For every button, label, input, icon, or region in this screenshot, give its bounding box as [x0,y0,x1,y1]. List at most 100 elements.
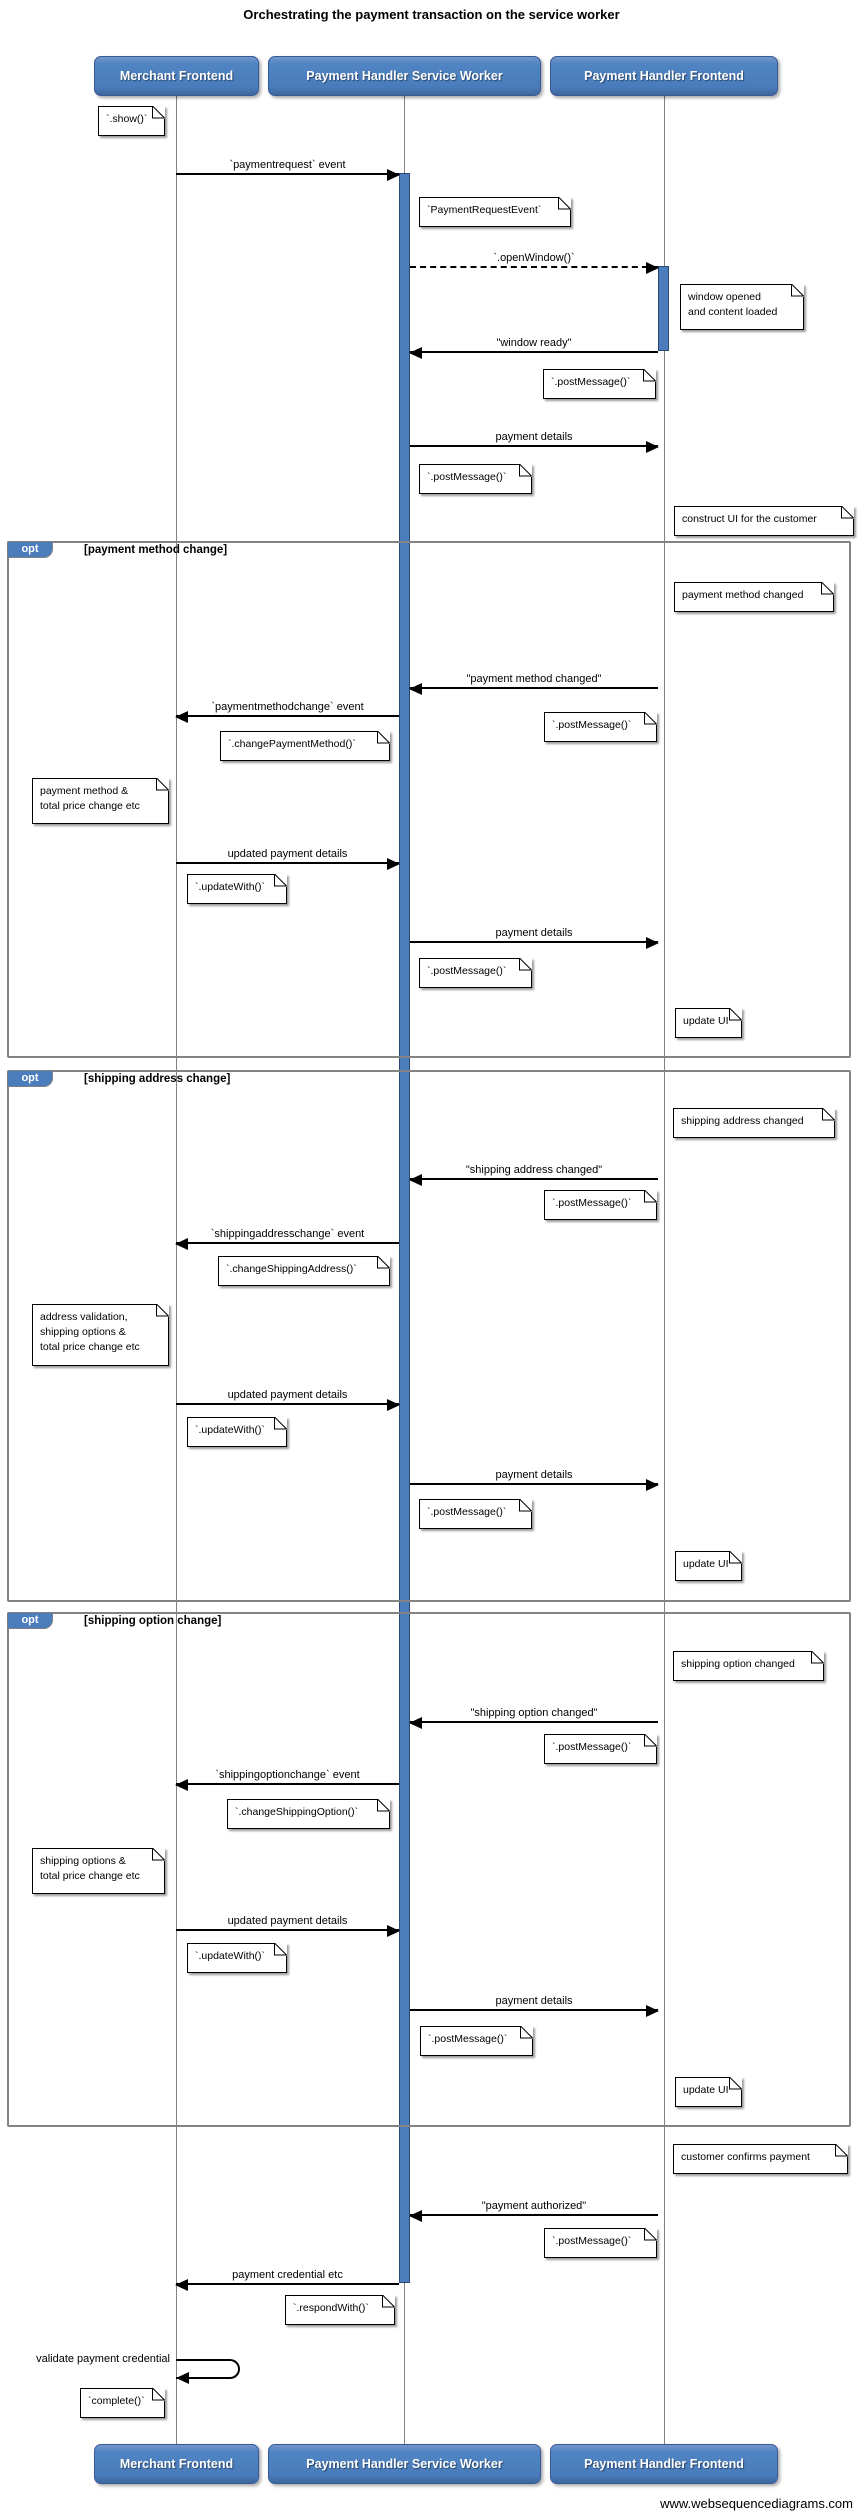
note-fold-icon [382,2295,395,2308]
message-label: updated payment details [227,1389,348,1401]
message-payment-details-1: payment details [410,428,659,453]
message-label: payment details [495,927,573,939]
message-payment-details-2: payment details [410,924,659,949]
message-label: payment details [495,1995,573,2007]
opt-condition: [payment method change] [84,544,228,556]
message-payment-credential-etc: payment credential etc [175,2266,399,2291]
arrowhead-icon [409,2210,422,2222]
arrowhead-icon [409,1717,422,1729]
message-label: "payment authorized" [481,2200,587,2212]
note-payment-method-total-price: payment method & total price change etc [32,778,169,824]
message-label: payment details [495,1469,573,1481]
diagram-title: Orchestrating the payment transaction on… [243,7,620,22]
opt-tab: opt [7,541,53,558]
note-window-opened: window opened and content loaded [680,284,804,330]
note-fold-icon [644,1734,657,1747]
arrowhead-icon [387,1399,400,1411]
note-fold-icon [811,1651,824,1664]
note-fold-icon [152,1848,165,1861]
arrowhead-icon [175,1238,188,1250]
arrowhead-icon [387,858,400,870]
note-fold-icon [729,2077,742,2090]
note-payment-request-event: `PaymentRequestEvent` [419,197,571,227]
actor-payment-handler-frontend-top: Payment Handler Frontend [550,56,778,96]
message-updated-payment-details-2: updated payment details [176,1386,400,1411]
arrowhead-icon [646,441,659,453]
note-construct-ui: construct UI for the customer [674,506,854,536]
lifeline-merchant-frontend [176,96,177,2444]
note-fold-icon [729,1551,742,1564]
message-shipping-address-changed: "shipping address changed" [409,1161,658,1186]
arrowhead-icon [175,711,188,723]
message-payment-authorized: "payment authorized" [409,2197,658,2222]
message-label: "shipping address changed" [465,1164,603,1176]
arrowhead-icon [409,1174,422,1186]
message-label: `.openWindow()` [493,252,575,264]
message-payment-details-4: payment details [410,1992,659,2017]
note-post-message: `.postMessage()` [419,958,532,988]
note-fold-icon [519,958,532,971]
arrowhead-icon [175,2279,188,2291]
note-update-ui: update UI [675,2077,742,2107]
note-update-ui: update UI [675,1551,742,1581]
message-payment-method-changed: "payment method changed" [409,670,658,695]
arrowhead-icon [387,1925,400,1937]
note-post-message: `.postMessage()` [544,1734,657,1764]
note-customer-confirms-payment: customer confirms payment [673,2144,848,2174]
note-update-ui: update UI [675,1008,742,1038]
opt-condition: [shipping option change] [84,1615,222,1627]
note-fold-icon [519,464,532,477]
note-fold-icon [519,1499,532,1512]
lifeline-payment-handler-frontend [664,96,665,2444]
note-shipping-address-changed: shipping address changed [673,1108,835,1138]
note-complete: `complete()` [80,2388,165,2418]
note-shipping-option-changed: shipping option changed [673,1651,824,1681]
opt-frame-shipping-option-change: opt [shipping option change] [7,1612,851,2127]
note-post-message: `.postMessage()` [544,1190,657,1220]
message-open-window: `.openWindow()` [410,249,659,274]
note-post-message: `.postMessage()` [419,1499,532,1529]
opt-tab: opt [7,1612,53,1629]
note-fold-icon [377,1799,390,1812]
opt-frame-payment-method-change: opt [payment method change] [7,541,851,1058]
note-fold-icon [156,1304,169,1317]
note-post-message: `.postMessage()` [544,2228,657,2258]
note-fold-icon [152,2388,165,2401]
note-fold-icon [377,1256,390,1269]
arrowhead-icon [646,1479,659,1491]
arrowhead-icon [409,683,422,695]
note-fold-icon [152,106,165,119]
message-window-ready: "window ready" [409,334,658,359]
activation-payment-handler-frontend [658,266,669,351]
note-post-message: `.postMessage()` [544,712,657,742]
arrowhead-icon [646,262,659,274]
note-fold-icon [274,1417,287,1430]
message-shippingoptionchange-event: `shippingoptionchange` event [175,1766,399,1791]
note-post-message: `.postMessage()` [420,2026,533,2056]
actor-merchant-frontend-bottom: Merchant Frontend [94,2444,259,2484]
note-fold-icon [377,731,390,744]
message-label: `paymentrequest` event [229,159,346,171]
note-fold-icon [821,582,834,595]
note-change-shipping-option: `.changeShippingOption()` [227,1799,390,1829]
message-paymentmethodchange-event: `paymentmethodchange` event [175,698,399,723]
note-update-with: `.updateWith()` [187,874,287,904]
note-change-shipping-address: `.changeShippingAddress()` [218,1256,390,1286]
note-fold-icon [520,2026,533,2039]
actor-merchant-frontend-top: Merchant Frontend [94,56,259,96]
message-label: "shipping option changed" [470,1707,598,1719]
note-payment-method-changed: payment method changed [674,582,834,612]
message-label: payment details [495,431,573,443]
message-label: payment credential etc [232,2269,343,2281]
opt-frame-shipping-address-change: opt [shipping address change] [7,1070,851,1602]
note-fold-icon [822,1108,835,1121]
arrowhead-icon [176,2372,189,2384]
watermark: www.websequencediagrams.com [660,2496,853,2511]
message-label: updated payment details [227,848,348,860]
note-fold-icon [791,284,804,297]
note-shipping-options-total-price: shipping options & total price change et… [32,1848,165,1894]
note-fold-icon [644,712,657,725]
note-fold-icon [156,778,169,791]
activation-service-worker [399,173,410,2283]
